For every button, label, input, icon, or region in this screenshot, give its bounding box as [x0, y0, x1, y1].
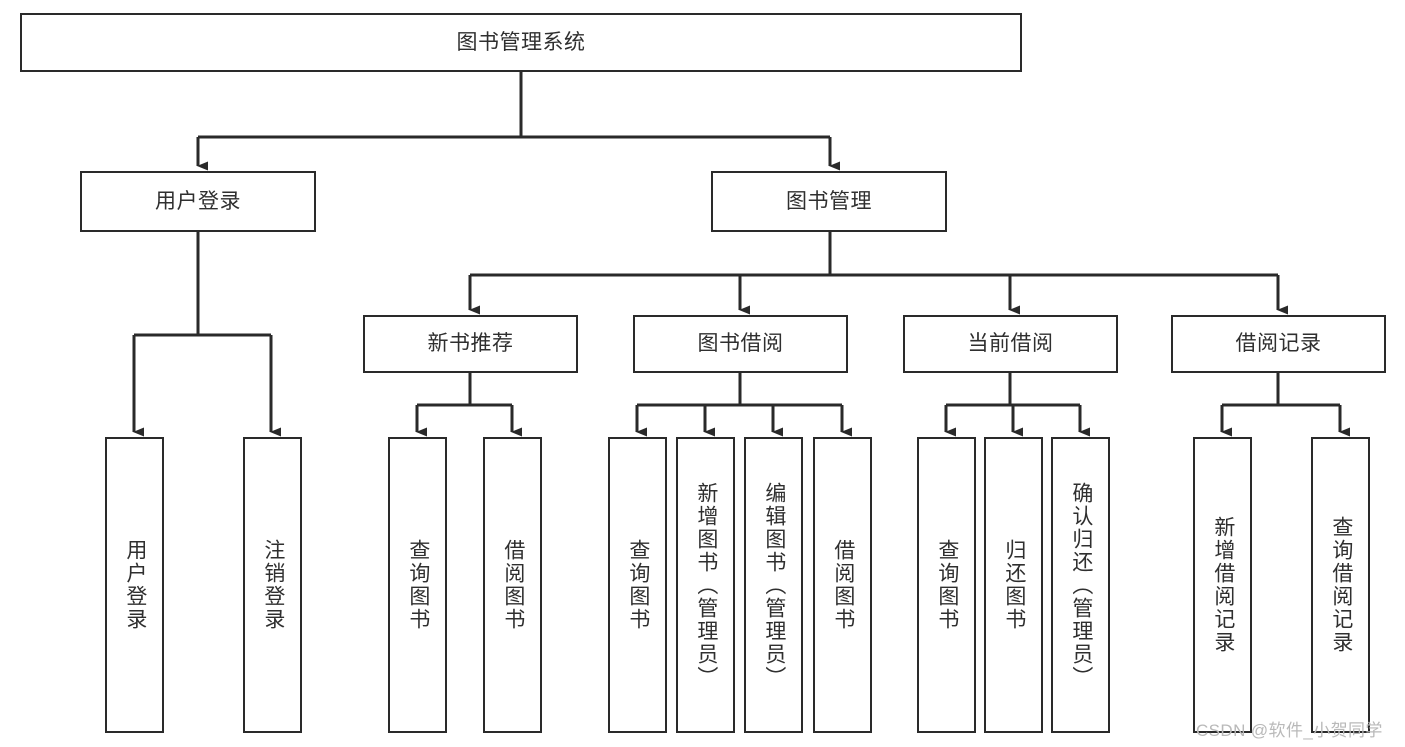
- node-book-borrow[interactable]: 图书借阅: [633, 315, 848, 373]
- leaf-query-record-label: 查询借阅记录: [1329, 516, 1353, 654]
- leaf-confirm-return-label: 确认归还（管理员）: [1069, 481, 1093, 689]
- leaf-borrow-book-1-label: 借阅图书: [501, 539, 525, 631]
- leaf-query-book-2-label: 查询图书: [626, 539, 650, 631]
- node-book-manage-label: 图书管理: [786, 189, 872, 213]
- node-root[interactable]: 图书管理系统: [20, 13, 1022, 72]
- node-root-label: 图书管理系统: [456, 30, 586, 54]
- leaf-user-logout-label: 注销登录: [261, 539, 285, 631]
- leaf-user-logout[interactable]: 注销登录: [243, 437, 302, 733]
- leaf-add-book[interactable]: 新增图书（管理员）: [676, 437, 735, 733]
- leaf-add-record-label: 新增借阅记录: [1211, 516, 1235, 654]
- node-new-book-recommend-label: 新书推荐: [427, 332, 514, 356]
- leaf-query-book-3[interactable]: 查询图书: [917, 437, 976, 733]
- node-new-book-recommend[interactable]: 新书推荐: [363, 315, 578, 373]
- leaf-borrow-book-2[interactable]: 借阅图书: [813, 437, 872, 733]
- node-user-login[interactable]: 用户登录: [80, 171, 316, 232]
- node-current-borrow-label: 当前借阅: [967, 332, 1054, 356]
- leaf-return-book-label: 归还图书: [1002, 539, 1026, 631]
- node-current-borrow[interactable]: 当前借阅: [903, 315, 1118, 373]
- leaf-query-book-1[interactable]: 查询图书: [388, 437, 447, 733]
- node-borrow-record-label: 借阅记录: [1235, 332, 1322, 356]
- leaf-query-record[interactable]: 查询借阅记录: [1311, 437, 1370, 733]
- leaf-user-login[interactable]: 用户登录: [105, 437, 164, 733]
- leaf-confirm-return[interactable]: 确认归还（管理员）: [1051, 437, 1110, 733]
- leaf-add-record[interactable]: 新增借阅记录: [1193, 437, 1252, 733]
- leaf-borrow-book-2-label: 借阅图书: [831, 539, 855, 631]
- csdn-watermark: CSDN @软件_小贺同学: [1196, 721, 1383, 740]
- node-book-manage[interactable]: 图书管理: [711, 171, 947, 232]
- leaf-user-login-label: 用户登录: [123, 539, 147, 631]
- leaf-query-book-1-label: 查询图书: [406, 539, 430, 631]
- node-user-login-label: 用户登录: [155, 189, 241, 213]
- leaf-return-book[interactable]: 归还图书: [984, 437, 1043, 733]
- node-borrow-record[interactable]: 借阅记录: [1171, 315, 1386, 373]
- leaf-borrow-book-1[interactable]: 借阅图书: [483, 437, 542, 733]
- node-book-borrow-label: 图书借阅: [697, 332, 784, 356]
- leaf-add-book-label: 新增图书（管理员）: [694, 481, 718, 689]
- leaf-query-book-3-label: 查询图书: [935, 539, 959, 631]
- leaf-edit-book[interactable]: 编辑图书（管理员）: [744, 437, 803, 733]
- leaf-edit-book-label: 编辑图书（管理员）: [762, 481, 786, 689]
- leaf-query-book-2[interactable]: 查询图书: [608, 437, 667, 733]
